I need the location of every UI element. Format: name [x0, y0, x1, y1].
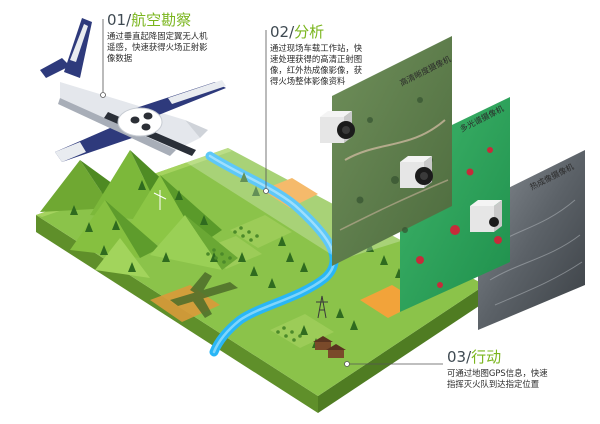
hd-image-panel — [332, 36, 452, 266]
step-title: 航空勘察 — [131, 11, 192, 29]
desc-line: 通过现场车载工作站，快 — [270, 43, 363, 53]
desc-line: 可通过地图GPS信息，快速 — [447, 368, 548, 378]
desc-line: 得火场整体影像资料 — [270, 76, 346, 86]
vtol-drone — [40, 18, 226, 162]
callout-analysis: 02/分析 通过现场车载工作站，快 速处理获得的高清正射图 像，红外热成像影像，… — [270, 24, 362, 87]
drone-shadow — [170, 272, 238, 318]
callout-aerial-survey: 01/航空勘察 通过垂直起降固定翼无人机 遥感，快速获得火场正射影 像数据 — [107, 12, 208, 64]
hd-camera-icon — [320, 111, 355, 143]
crop-rows — [206, 226, 302, 342]
power-tower-icon — [316, 295, 328, 319]
step-number: 02 — [270, 23, 290, 41]
step-description: 可通过地图GPS信息，快速 指挥灭火队到达指定位置 — [447, 368, 548, 390]
step-title: 行动 — [471, 348, 502, 366]
desc-line: 像，红外热成像影像，获 — [270, 65, 363, 75]
desc-line: 像数据 — [107, 53, 133, 63]
desc-line: 遥感，快速获得火场正射影 — [107, 42, 208, 52]
step-number: 03 — [447, 348, 467, 366]
desc-line: 通过垂直起降固定翼无人机 — [107, 31, 208, 41]
desc-line: 速处理获得的高清正射图 — [270, 54, 363, 64]
houses — [313, 336, 346, 358]
windmill-icon — [153, 190, 167, 210]
thermal-camera-icon — [470, 200, 502, 232]
step-description: 通过垂直起降固定翼无人机 遥感，快速获得火场正射影 像数据 — [107, 31, 208, 64]
callout-title: 03/行动 — [447, 348, 502, 366]
leader-lines — [100, 19, 443, 367]
step-description: 通过现场车载工作站，快 速处理获得的高清正射图 像，红外热成像影像，获 得火场整… — [270, 43, 362, 87]
callout-action: 03/行动 可通过地图GPS信息，快速 指挥灭火队到达指定位置 — [447, 349, 548, 390]
multispectral-camera-icon — [400, 156, 433, 188]
step-number: 01 — [107, 11, 127, 29]
desc-line: 指挥灭火队到达指定位置 — [447, 379, 540, 389]
callout-title: 02/分析 — [270, 23, 325, 41]
callout-title: 01/航空勘察 — [107, 11, 192, 29]
step-title: 分析 — [294, 23, 325, 41]
